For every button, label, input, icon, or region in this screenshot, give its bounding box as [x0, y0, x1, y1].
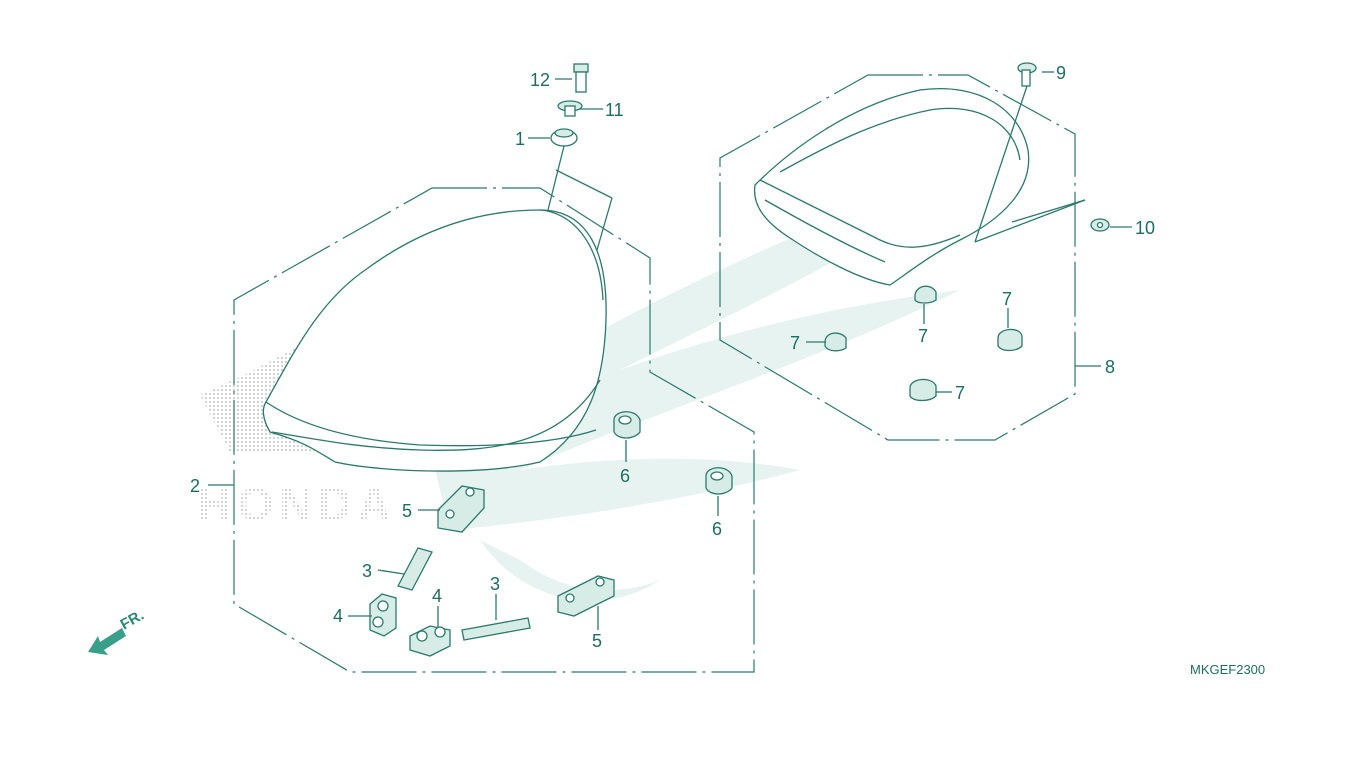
block-4-a[interactable]	[369, 593, 397, 637]
strip-3-a[interactable]	[397, 547, 433, 591]
callout-8: 8	[1105, 357, 1115, 377]
block-4-b[interactable]	[409, 625, 451, 657]
callout-12: 12	[530, 70, 550, 90]
strip-3-b[interactable]	[461, 617, 531, 641]
clip-7-b[interactable]	[914, 285, 937, 304]
callout-3-a: 3	[362, 561, 372, 581]
callout-3-b: 3	[490, 574, 500, 594]
diagram-code: MKGEF2300	[1190, 662, 1265, 677]
callout-11: 11	[605, 100, 624, 120]
callout-5-b: 5	[592, 631, 602, 651]
cushion-6-a[interactable]	[613, 411, 641, 439]
washer-10[interactable]	[1090, 218, 1110, 232]
leader-lines	[208, 71, 1132, 630]
block-5-b[interactable]	[557, 575, 615, 617]
callout-7-d: 7	[955, 383, 965, 403]
callout-4-b: 4	[432, 586, 442, 606]
watermark-text: HONDA	[198, 478, 397, 530]
callout-4-a: 4	[333, 606, 343, 626]
clip-7-c[interactable]	[997, 328, 1023, 352]
cushion-6-b[interactable]	[705, 467, 733, 495]
callout-9: 9	[1056, 63, 1066, 83]
rear-seat[interactable]	[753, 88, 1030, 286]
front-direction-arrow: FR.	[88, 607, 147, 655]
rear-seat-group-outline	[719, 74, 1076, 441]
front-seat-group-outline	[233, 187, 755, 673]
callout-7-c: 7	[1002, 289, 1012, 309]
callout-7-a: 7	[790, 333, 800, 353]
clip-7-a[interactable]	[824, 332, 847, 352]
callout-10: 10	[1135, 218, 1155, 238]
callout-5-a: 5	[402, 501, 412, 521]
callout-2: 2	[190, 476, 200, 496]
grommet-1[interactable]	[550, 128, 578, 147]
screw-9[interactable]	[1017, 62, 1037, 87]
bolt-12[interactable]	[573, 63, 589, 93]
clip-7-d[interactable]	[909, 378, 937, 402]
callout-6-b: 6	[712, 519, 722, 539]
callout-7-b: 7	[918, 326, 928, 346]
collar-11[interactable]	[557, 100, 583, 117]
front-seat[interactable]	[262, 209, 607, 472]
callout-6-a: 6	[620, 466, 630, 486]
callout-1: 1	[515, 129, 525, 149]
block-5-a[interactable]	[437, 485, 485, 533]
